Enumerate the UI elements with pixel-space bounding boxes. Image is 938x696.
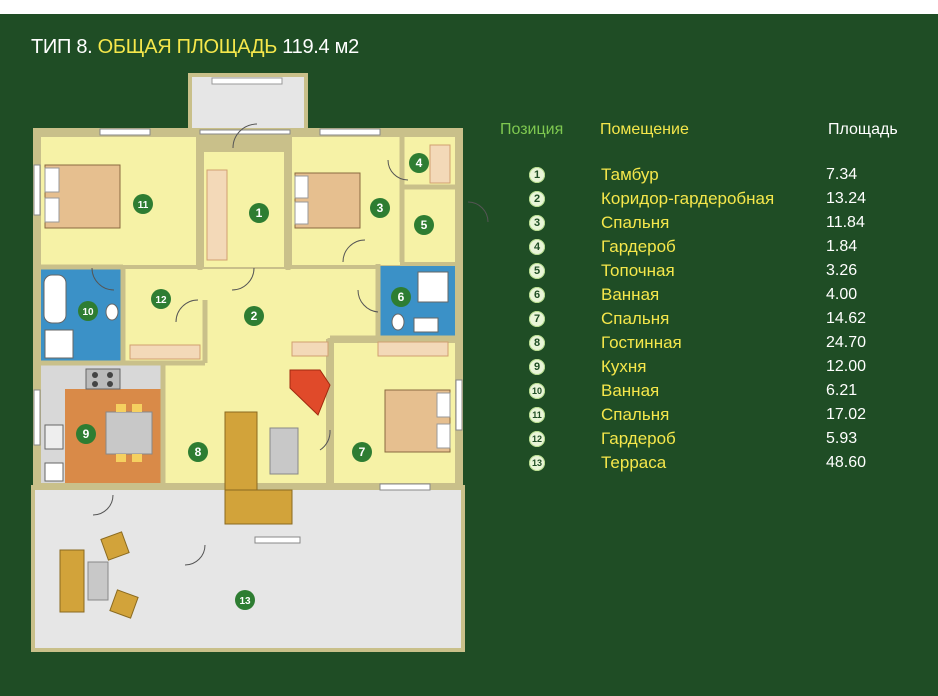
- terrace-furniture: [59, 531, 139, 619]
- svg-text:12: 12: [155, 295, 167, 306]
- windows: [33, 128, 463, 544]
- plan-badge-13: 13: [235, 590, 255, 610]
- plan-badge-10: 10: [78, 301, 98, 321]
- plan-badge-7: 7: [352, 442, 372, 462]
- wardrobes: [129, 144, 451, 360]
- plan-badge-11: 11: [133, 194, 153, 214]
- plan-badge-6: 6: [391, 287, 411, 307]
- plan-badge-12: 12: [151, 289, 171, 309]
- porch-window: [211, 77, 283, 85]
- plan-badge-5: 5: [414, 215, 434, 235]
- svg-text:10: 10: [82, 307, 94, 318]
- svg-text:7: 7: [359, 445, 366, 459]
- svg-text:2: 2: [251, 309, 258, 323]
- svg-text:5: 5: [421, 218, 428, 232]
- doors: [91, 123, 489, 566]
- title-area-label: ОБЩАЯ ПЛОЩАДЬ: [97, 36, 278, 58]
- bath-fixtures: [43, 271, 449, 359]
- svg-text:3: 3: [377, 201, 384, 215]
- page-title: ТИП 8. ОБЩАЯ ПЛОЩАДЬ 119.4 м2: [31, 36, 359, 59]
- svg-text:9: 9: [83, 427, 90, 441]
- plan-badge-4: 4: [409, 153, 429, 173]
- svg-text:6: 6: [398, 290, 405, 304]
- svg-text:8: 8: [195, 445, 202, 459]
- svg-text:13: 13: [239, 596, 251, 607]
- plan-badge-9: 9: [76, 424, 96, 444]
- porch: [188, 73, 308, 135]
- svg-text:11: 11: [138, 200, 149, 211]
- beds: [44, 164, 451, 453]
- inner-walls: [41, 137, 455, 487]
- plan-badge-1: 1: [249, 203, 269, 223]
- kitchen-appliances: [44, 368, 153, 482]
- title-area-value: 119.4 м2: [282, 36, 359, 58]
- plan-badge-3: 3: [370, 198, 390, 218]
- svg-text:1: 1: [256, 206, 263, 220]
- plan-badge-2: 2: [244, 306, 264, 326]
- svg-text:4: 4: [416, 156, 423, 170]
- top-white-strip: [0, 0, 938, 14]
- living-furniture: [224, 369, 331, 525]
- title-type: ТИП 8.: [31, 36, 93, 58]
- plan-badge-8: 8: [188, 442, 208, 462]
- plan-badges: 1 2 3 4 5 6 7 8 9 10 11 12 13: [76, 153, 434, 610]
